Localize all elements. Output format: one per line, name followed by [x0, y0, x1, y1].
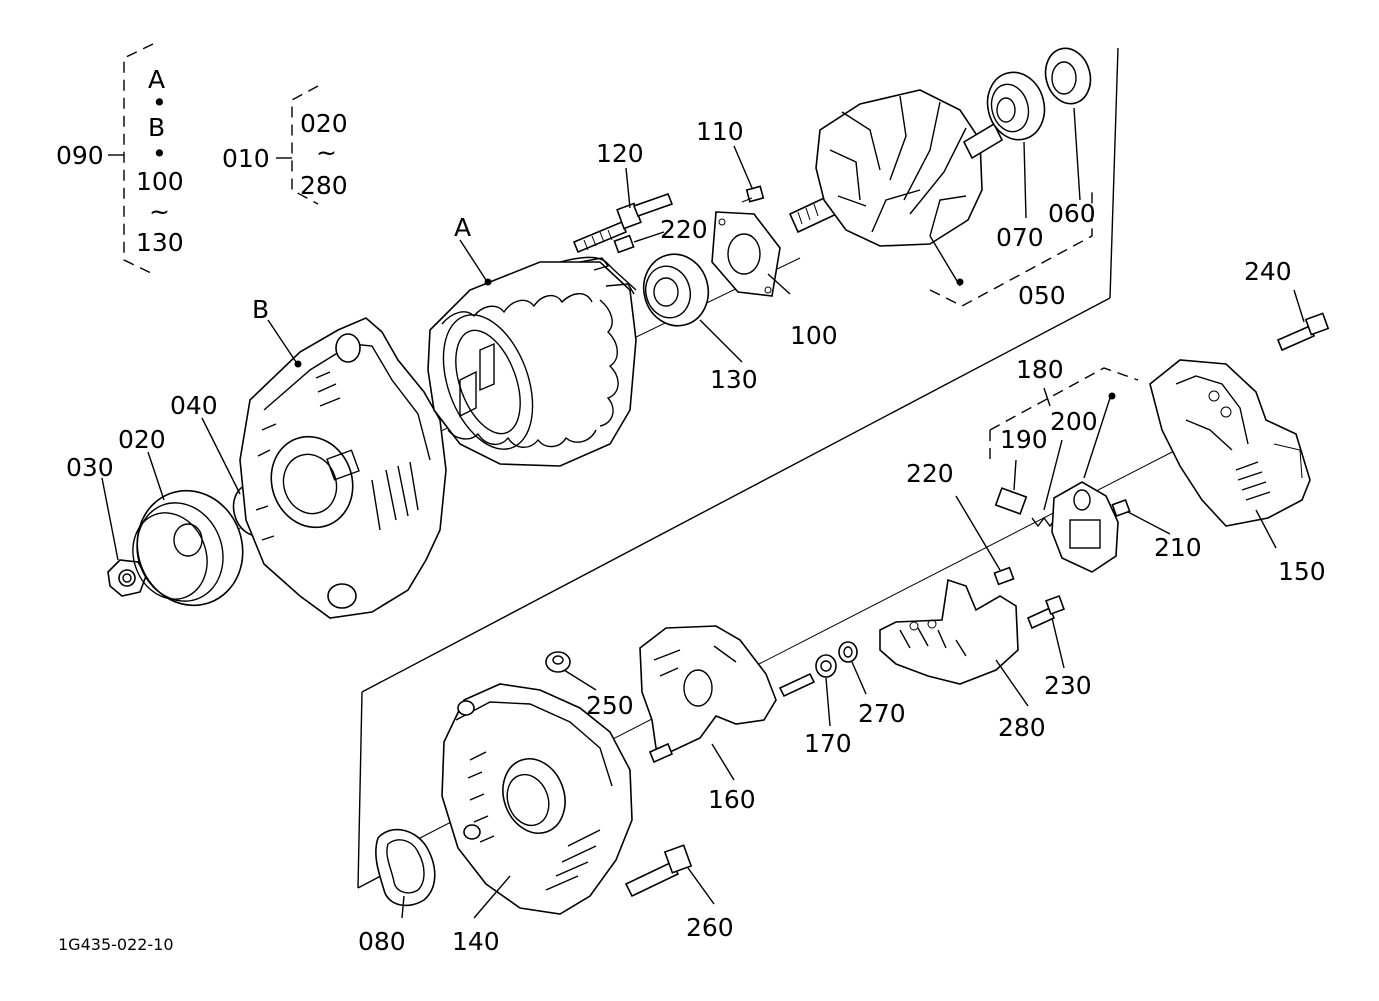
label-080: 080 — [358, 927, 406, 956]
screw-110 — [741, 185, 765, 203]
label-220-lower: 220 — [906, 459, 954, 488]
brush-190 — [994, 487, 1028, 515]
group-010-tilde: ~ — [316, 138, 337, 167]
label-050: 050 — [1018, 281, 1066, 310]
nut-170 — [778, 654, 837, 698]
label-120: 120 — [596, 139, 644, 168]
seal-080 — [375, 828, 436, 907]
label-150: 150 — [1278, 557, 1326, 586]
group-090-bracket: 090 A • B • 100 ~ 130 — [56, 43, 184, 275]
bolt-240 — [1276, 312, 1330, 352]
group-010-bracket: 010 020 ~ 280 — [222, 85, 348, 205]
regulator-160 — [639, 625, 777, 764]
stator-a — [427, 256, 637, 467]
retainer-plate-100 — [711, 211, 781, 297]
marker-label-a: A — [454, 213, 471, 242]
diagram-reference-id: 1G435-022-10 — [58, 935, 174, 954]
stud-bolt-120 — [572, 192, 674, 254]
group-090-item-b: B — [148, 113, 165, 142]
group-090-code: 090 — [56, 141, 104, 170]
group-090-dot-1: • — [152, 88, 167, 117]
rectifier-280 — [879, 578, 1019, 685]
label-270: 270 — [858, 699, 906, 728]
label-230: 230 — [1044, 671, 1092, 700]
group-010-to: 280 — [300, 171, 348, 200]
bearing-070 — [986, 71, 1046, 141]
group-010-from: 020 — [300, 109, 348, 138]
marker-dots — [294, 278, 1116, 400]
label-180: 180 — [1016, 355, 1064, 384]
marker-label-b: B — [252, 295, 269, 324]
screw-210 — [1111, 498, 1131, 518]
rotor-050 — [788, 89, 1004, 247]
label-020: 020 — [118, 425, 166, 454]
group-090-item-130: 130 — [136, 228, 184, 257]
label-190: 190 — [1000, 425, 1048, 454]
insulator-270 — [838, 641, 858, 663]
label-030: 030 — [66, 453, 114, 482]
rear-cover-150 — [1149, 359, 1311, 527]
group-090-tilde: ~ — [149, 197, 170, 226]
screw-220-lower — [993, 566, 1015, 586]
label-070: 070 — [996, 223, 1044, 252]
label-110: 110 — [696, 117, 744, 146]
label-170: 170 — [804, 729, 852, 758]
rear-frame-140 — [441, 683, 633, 915]
bearing-130 — [642, 253, 710, 327]
label-250: 250 — [586, 691, 634, 720]
bolt-230 — [1026, 595, 1065, 630]
bolt-260 — [624, 844, 693, 898]
screw-220-upper — [579, 234, 635, 295]
group-090-item-a: A — [148, 65, 165, 94]
insulator-250 — [545, 651, 571, 673]
label-200: 200 — [1050, 407, 1098, 436]
label-220-upper: 220 — [660, 215, 708, 244]
label-240: 240 — [1244, 257, 1292, 286]
label-060: 060 — [1048, 199, 1096, 228]
group-010-code: 010 — [222, 144, 270, 173]
label-140: 140 — [452, 927, 500, 956]
label-040: 040 — [170, 391, 218, 420]
brush-holder-180 — [1051, 481, 1119, 573]
label-210: 210 — [1154, 533, 1202, 562]
label-260: 260 — [686, 913, 734, 942]
pulley-020 — [132, 489, 244, 607]
group-090-item-100: 100 — [136, 167, 184, 196]
label-100: 100 — [790, 321, 838, 350]
part-labels: A B 030 020 040 120 220 110 130 100 070 … — [66, 117, 1326, 956]
drive-end-frame-b — [239, 317, 447, 619]
label-280: 280 — [998, 713, 1046, 742]
leader-lines — [101, 107, 1305, 919]
cover-060 — [1044, 47, 1092, 105]
label-130: 130 — [710, 365, 758, 394]
label-160: 160 — [708, 785, 756, 814]
group-090-dot-2: • — [152, 139, 167, 168]
